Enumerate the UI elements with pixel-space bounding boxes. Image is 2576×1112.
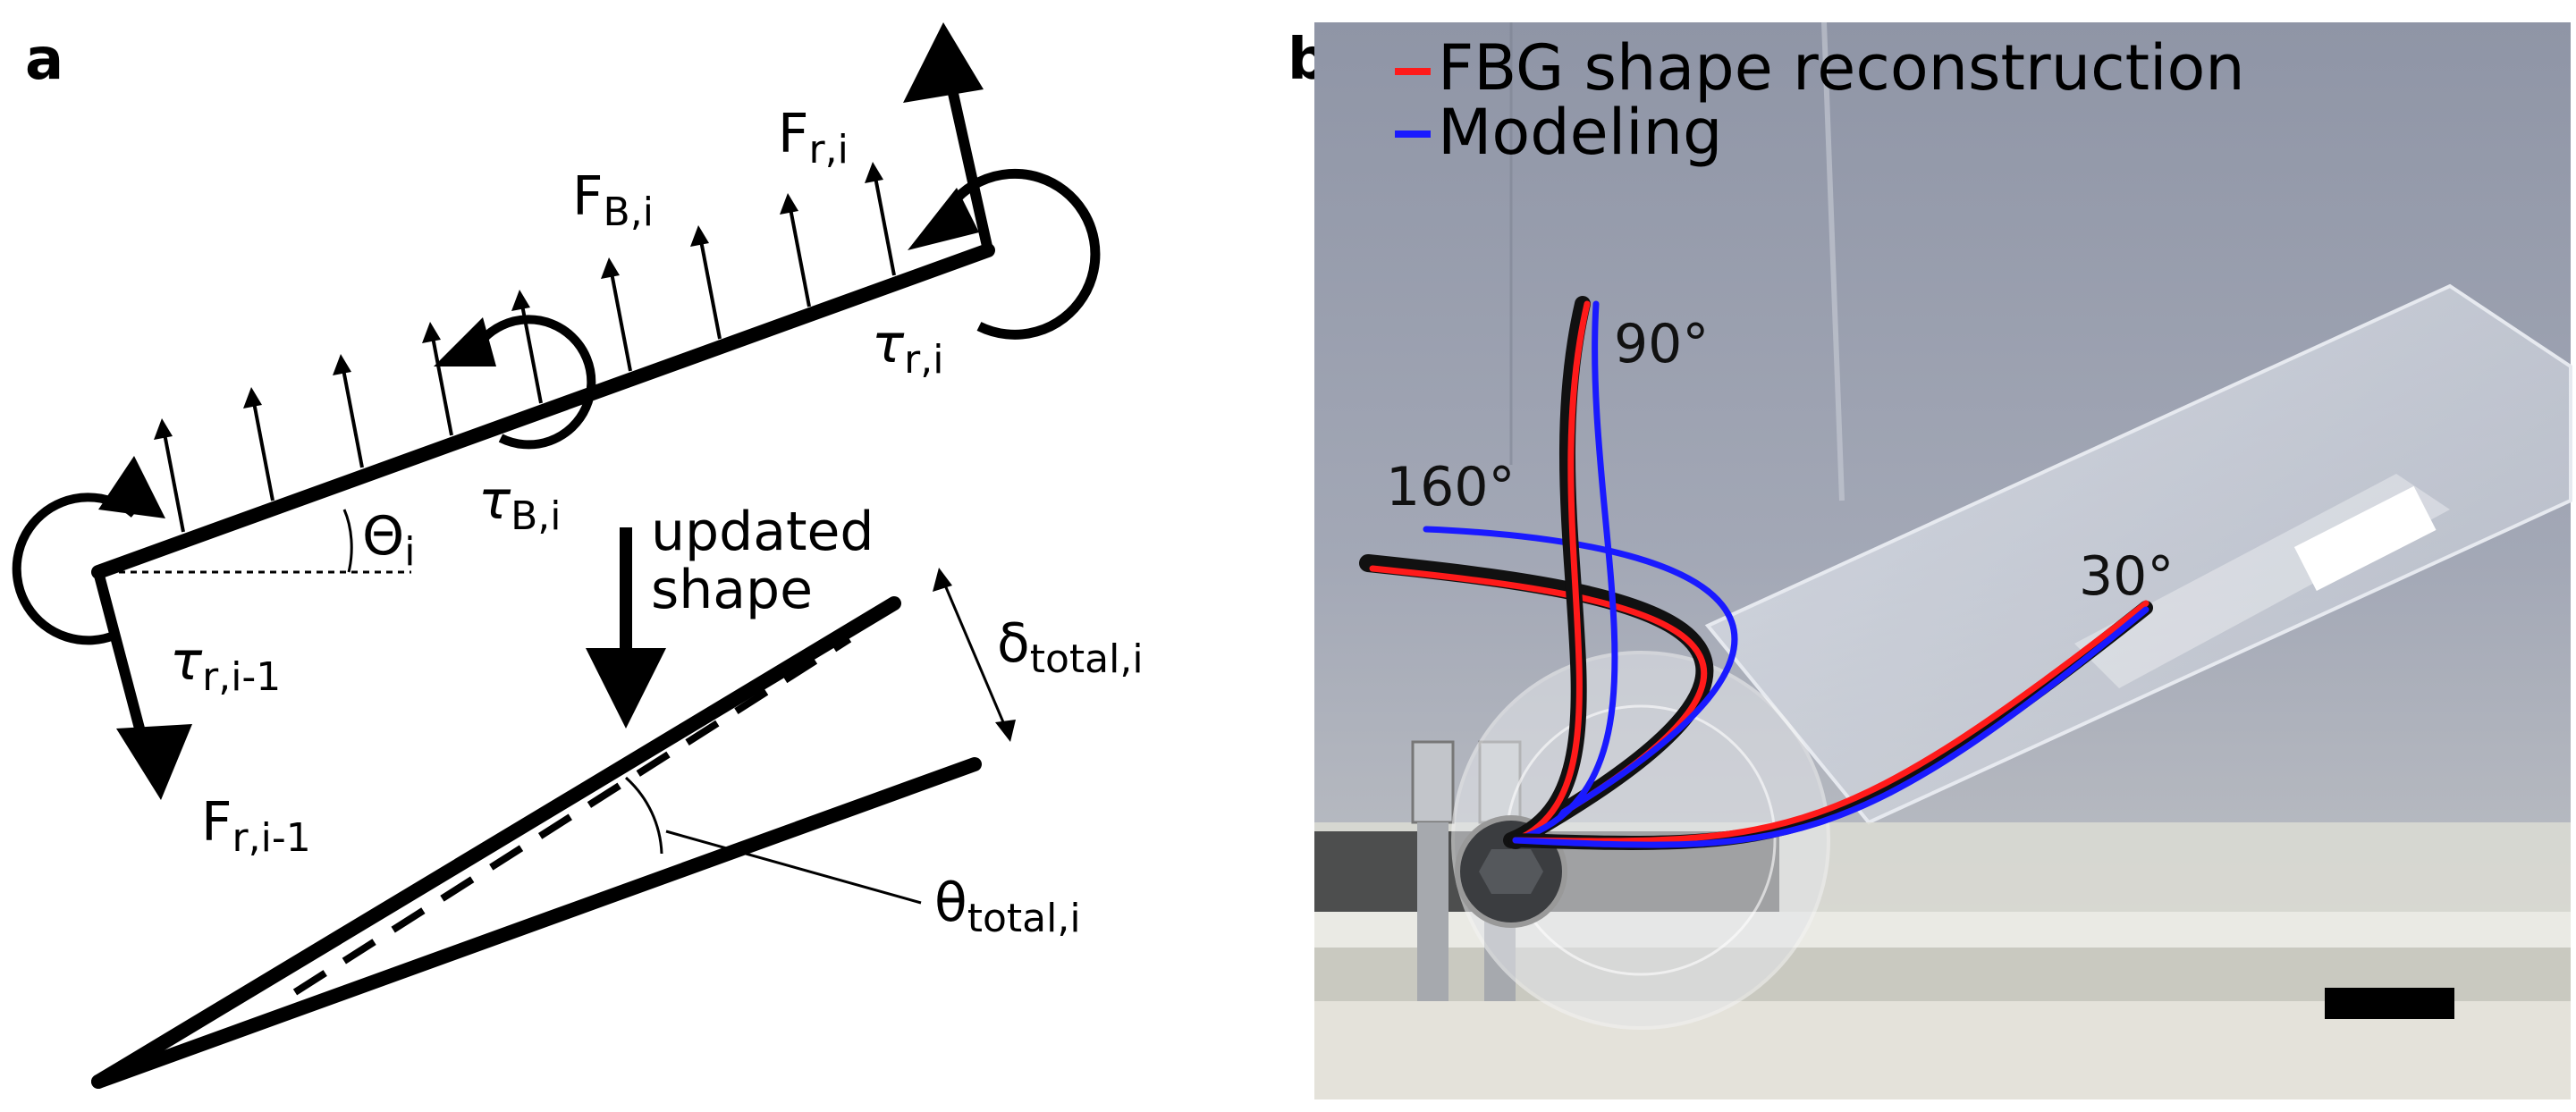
moment-r-i-arc xyxy=(953,168,1101,340)
label-delta-total: δtotal,i xyxy=(997,612,1144,682)
white-tab xyxy=(2293,485,2437,591)
distributed-force-arrowheads xyxy=(154,162,883,440)
legend-label-model: Modeling xyxy=(1438,96,1722,169)
curve-160-deg xyxy=(1359,526,1738,849)
angle-label-160: 160° xyxy=(1386,456,1516,518)
label-tau-r-i: τr,i xyxy=(872,313,943,383)
label-theta-total: θtotal,i xyxy=(934,872,1081,941)
moment-r-im1-arrowhead xyxy=(98,456,165,518)
angle-label-90: 90° xyxy=(1614,313,1709,375)
moment-b-i-arc xyxy=(465,315,596,450)
label-f-r-im1: Fr,i-1 xyxy=(201,791,311,861)
acrylic-channel xyxy=(1704,283,2572,825)
wall-edge xyxy=(1821,21,1845,501)
label-tau-r-im1: τr,i-1 xyxy=(170,630,281,700)
updated-shape-line2: shape xyxy=(651,559,813,621)
label-f-r-i: Fr,i xyxy=(778,103,849,173)
theta-i-arc xyxy=(342,509,353,573)
panel-b-photo-comparison: b 160° 90° 30° xyxy=(1288,21,2572,1099)
force-r-i-arrowhead xyxy=(903,22,984,103)
original-beam-position xyxy=(91,596,901,1089)
mean-beam-dashed xyxy=(292,636,852,996)
label-theta-i: Θi xyxy=(362,505,415,575)
theta-total-arc xyxy=(625,776,663,855)
updated-shape-line1: updated xyxy=(651,501,874,563)
moment-r-im1-arc xyxy=(12,493,138,645)
label-f-b-i: FB,i xyxy=(572,165,654,235)
label-tau-b-i: τB,i xyxy=(478,469,562,539)
scale-bar xyxy=(2325,988,2454,1019)
theta-total-leader xyxy=(665,830,922,905)
curve-90-deg xyxy=(1503,296,1618,848)
force-r-im1-arrowhead xyxy=(116,724,192,800)
legend: FBG shape reconstruction Modeling xyxy=(1395,31,2245,169)
updated-beam-position xyxy=(91,757,982,1089)
fbg-curve-90 xyxy=(1512,300,1591,844)
model-curve-90 xyxy=(1512,300,1618,844)
moment-r-i-arrowhead xyxy=(908,188,979,250)
force-r-i-arrow xyxy=(947,88,993,252)
moment-b-i-arrowhead xyxy=(434,317,496,366)
angle-label-30: 30° xyxy=(2079,545,2174,608)
fbg-curve-30 xyxy=(1512,600,2149,845)
model-curve-160 xyxy=(1423,526,1738,844)
model-curve-30 xyxy=(1512,606,2149,848)
delta-total-indicator xyxy=(942,580,1008,729)
distributed-force-arrows xyxy=(162,172,896,533)
updated-shape-arrowhead xyxy=(586,648,666,729)
force-r-im1-arrow xyxy=(93,570,148,744)
panel-a-label: a xyxy=(25,27,63,93)
curve-30-deg xyxy=(1508,600,2153,850)
panel-a-free-body-diagram: a Fr,i xyxy=(12,22,1144,1089)
legend-label-fbg: FBG shape reconstruction xyxy=(1438,31,2245,105)
beam-segment xyxy=(91,243,995,579)
